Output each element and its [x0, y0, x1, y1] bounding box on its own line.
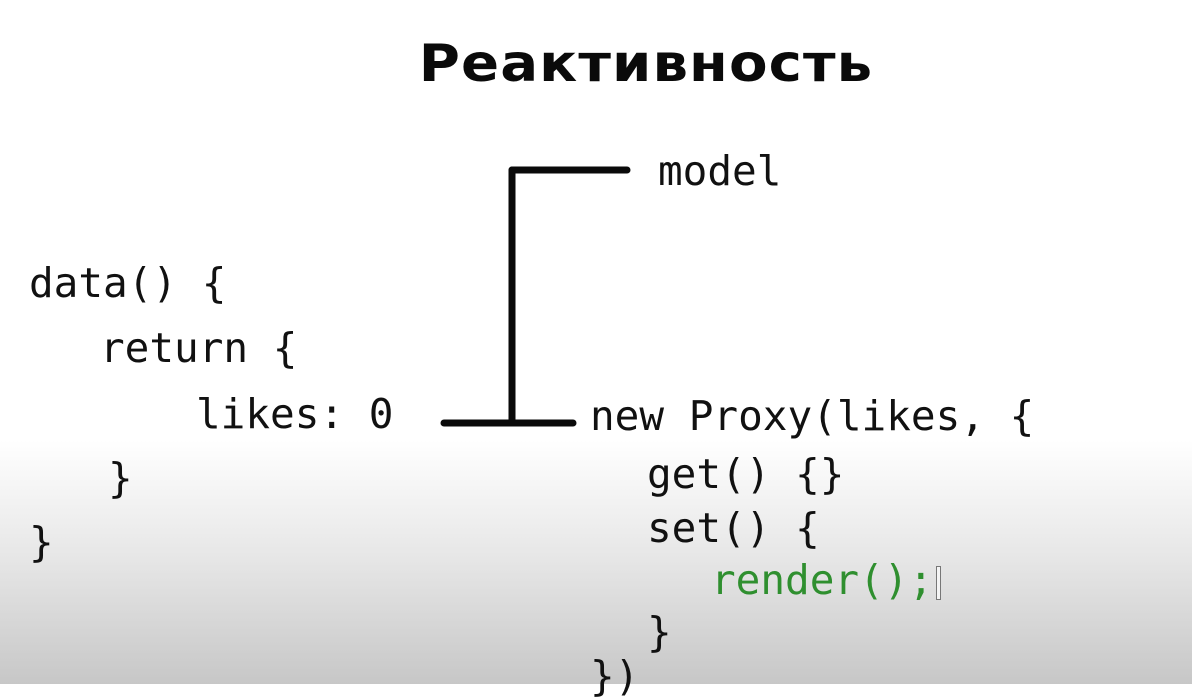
code-line-data: data() {: [29, 259, 227, 307]
code-line-return: return {: [100, 324, 298, 372]
model-label: model: [658, 147, 782, 195]
code-line-outer-close: }: [29, 518, 54, 566]
code-line-get: get() {}: [647, 450, 845, 498]
code-line-proxy: new Proxy(likes, {: [590, 392, 1035, 440]
code-line-render: render();: [711, 556, 934, 604]
code-line-proxy-close: }): [590, 652, 640, 700]
code-line-inner-close: }: [108, 454, 133, 502]
text-cursor: [936, 566, 941, 600]
code-line-set: set() {: [647, 504, 820, 552]
code-line-likes: likes: 0: [196, 390, 394, 438]
code-line-set-close: }: [647, 608, 672, 656]
connector-diagram: [440, 166, 631, 427]
slide-title: Реактивность: [418, 34, 874, 94]
